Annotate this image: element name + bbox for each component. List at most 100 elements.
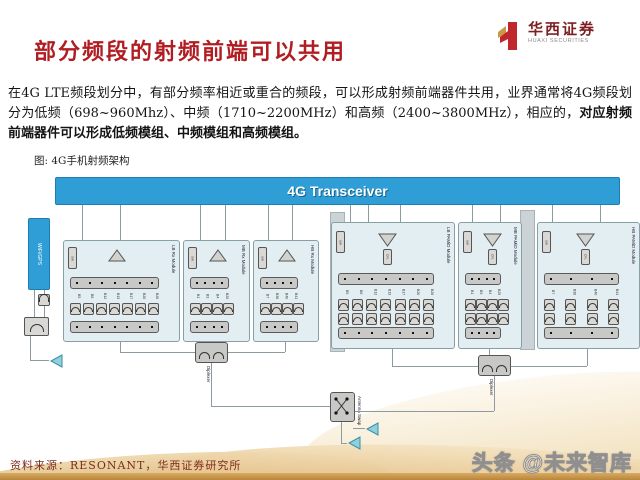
- module-label: HB PAMiD Module: [631, 227, 636, 265]
- filter-icon: [366, 299, 378, 311]
- diplexer-block: [195, 342, 228, 363]
- wire: [392, 347, 393, 366]
- filter-arc: [488, 303, 497, 308]
- contact-dot: [425, 278, 428, 280]
- contact-dot: [371, 278, 374, 280]
- wire: [510, 366, 587, 367]
- antenna-icon: [49, 354, 64, 368]
- paragraph-regular-text: 在4G LTE频段划分中，有部分频率相近或重合的频段，可以形成射频前端器件共用，…: [8, 86, 632, 121]
- filter-arc: [272, 307, 281, 312]
- band-label: B17: [401, 289, 406, 296]
- module-label: MB PAMiD Module: [513, 227, 518, 265]
- contact-dot: [590, 278, 593, 280]
- filter-arc: [423, 303, 433, 308]
- wire: [489, 347, 490, 355]
- filter-icon: [223, 303, 234, 315]
- contact-dot: [492, 278, 495, 280]
- filter-icon: [544, 313, 555, 325]
- filter-icon: [498, 313, 509, 325]
- filter-icon: [607, 299, 619, 311]
- filter-arc: [395, 317, 405, 322]
- filter-row: [70, 303, 159, 315]
- wire: [400, 203, 401, 222]
- band-label: B8: [90, 294, 94, 299]
- figure-caption: 图: 4G手机射频架构: [34, 155, 130, 167]
- band-label: B40: [284, 293, 289, 300]
- wire: [392, 366, 478, 367]
- filter-arc: [488, 317, 497, 322]
- coupler-chip: CPL: [581, 249, 590, 265]
- filter-icon: [366, 313, 378, 325]
- filter-arc: [213, 307, 222, 312]
- contact-dot: [88, 282, 91, 284]
- contact-dot: [384, 278, 387, 280]
- lna-icon: [209, 249, 227, 262]
- filter-icon: [201, 303, 212, 315]
- band-label: B25: [225, 293, 229, 300]
- filter-row: [544, 299, 619, 311]
- filter-icon: [24, 317, 49, 336]
- transceiver-block: 4G Transceiver: [55, 177, 620, 205]
- switch-bar: [338, 327, 434, 339]
- filter-icon: [476, 299, 487, 311]
- filter-icon: [352, 313, 364, 325]
- filter-icon: [271, 303, 282, 315]
- band-label: B41: [294, 293, 298, 300]
- module-label: HB Rx Module: [310, 245, 315, 275]
- filter-icon: [352, 299, 364, 311]
- contact-dot: [478, 278, 481, 280]
- pa-icon: [576, 233, 595, 247]
- lna-icon: [278, 249, 296, 262]
- filter-arc: [339, 317, 348, 322]
- contact-dot: [151, 282, 153, 284]
- pa-icon: [483, 233, 502, 247]
- filter-icon: [586, 299, 598, 311]
- module-label: MB Rx Module: [241, 245, 246, 275]
- filter-icon: [338, 313, 349, 325]
- huaxi-logo: 华西证券 HUAXI SECURITIES: [497, 20, 596, 52]
- huaxi-logo-icon: [498, 22, 517, 50]
- filter-icon: [394, 313, 406, 325]
- filter-arc: [191, 307, 200, 312]
- filter-row: [338, 313, 434, 325]
- contact-dot: [204, 282, 207, 284]
- wire: [211, 406, 330, 407]
- wire: [30, 336, 31, 360]
- filter-arc: [381, 303, 391, 308]
- contact-dot: [492, 332, 495, 334]
- switch-bar: [260, 321, 298, 333]
- filter-arc: [566, 317, 576, 322]
- filter-icon: [293, 303, 304, 315]
- band-label: B7: [551, 290, 555, 295]
- band-label: B12: [103, 293, 107, 300]
- filter-icon: [83, 303, 94, 315]
- contact-dot: [266, 326, 268, 328]
- diplexer-block: [478, 355, 511, 376]
- filter-icon: [465, 313, 476, 325]
- contact-dot: [485, 332, 488, 334]
- contact-dot: [126, 326, 128, 328]
- module-label: LB PAMiD Module: [446, 227, 451, 264]
- module-label: LB Rx Module: [171, 245, 176, 274]
- wave-baseline: [0, 473, 640, 480]
- filter-arc: [477, 317, 486, 322]
- contact-dot: [550, 332, 552, 334]
- contact-dot: [357, 332, 360, 334]
- switch-chip: SW: [463, 231, 472, 253]
- wire: [225, 203, 226, 240]
- wire: [500, 203, 501, 222]
- filter-row: [260, 303, 304, 315]
- filter-arc: [199, 352, 210, 359]
- source-note: 资料来源：RESONANT，华西证券研究所: [10, 459, 242, 472]
- wire: [587, 347, 588, 366]
- wire: [30, 360, 49, 361]
- contact-dot: [550, 278, 552, 280]
- band-label: B20: [142, 293, 146, 300]
- filter-arc: [423, 317, 433, 322]
